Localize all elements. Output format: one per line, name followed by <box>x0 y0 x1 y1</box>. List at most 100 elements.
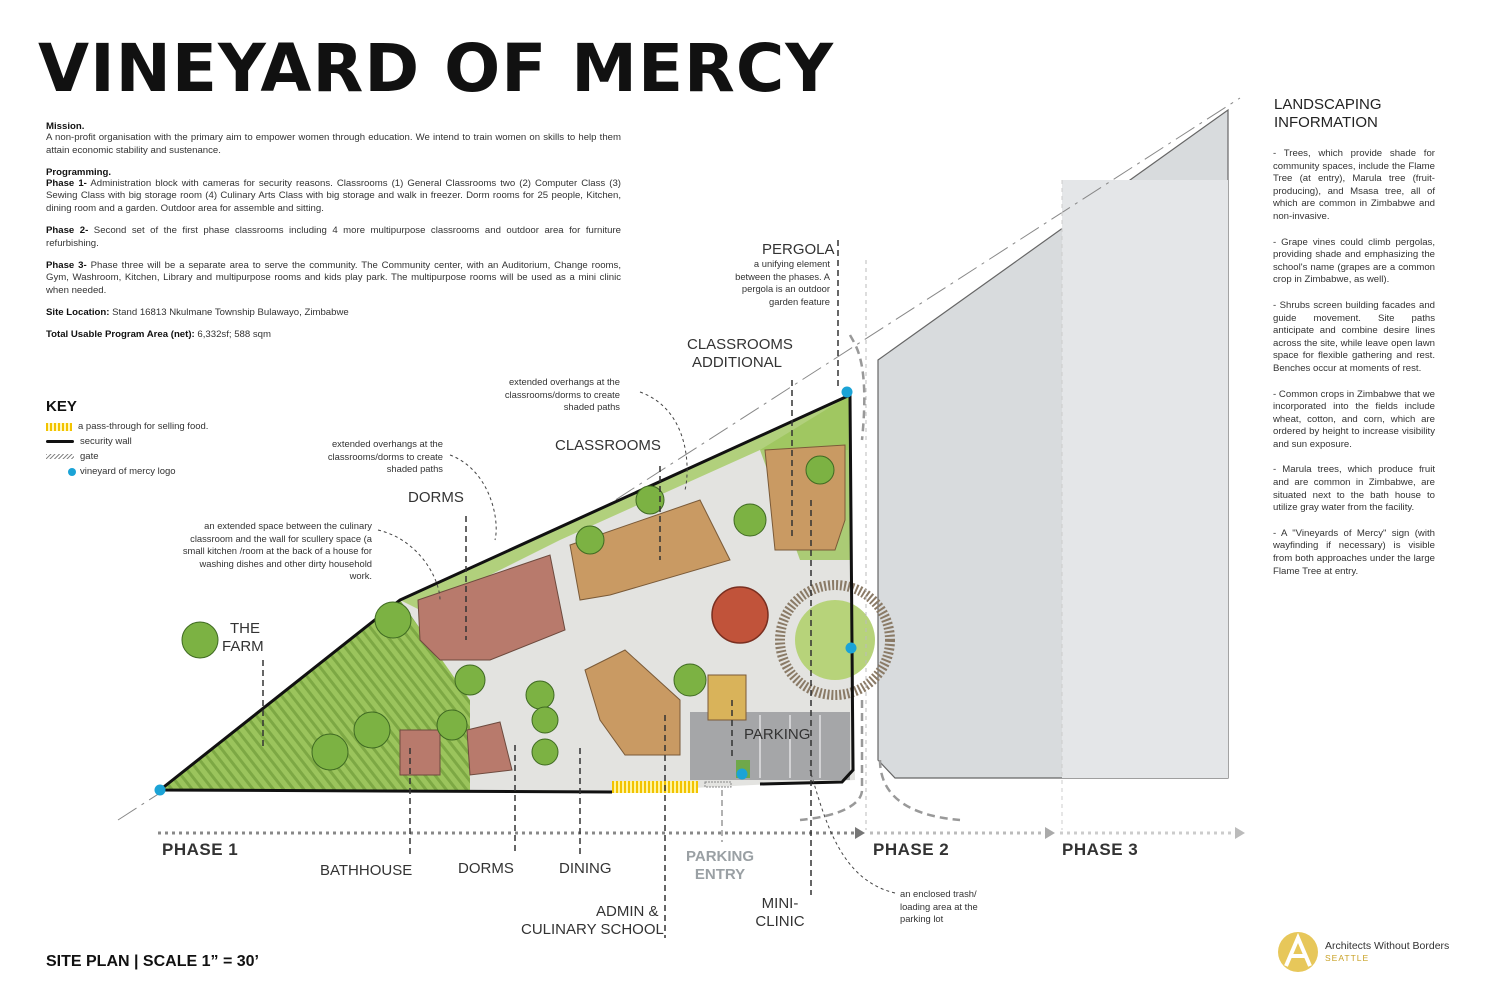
plaza-lawn <box>795 600 875 680</box>
label-mini-clinic-1: MINI- <box>761 895 799 912</box>
leader-curve-scullery <box>377 529 441 601</box>
landscaping-paragraph: - Marula trees, which produce fruit and … <box>1273 464 1435 514</box>
phase2-label: Phase 2- <box>46 224 89 236</box>
site-location-text: Stand 16813 Nkulmane Township Bulawayo, … <box>112 306 349 318</box>
road-path <box>799 700 864 822</box>
key-item-label: gate <box>80 451 99 462</box>
lawn-area <box>400 395 850 610</box>
phase2-arrow-icon <box>1045 827 1055 839</box>
label-classrooms: CLASSROOMS <box>555 437 661 454</box>
tree-icon <box>673 663 707 697</box>
classroom-additional-building <box>764 444 846 551</box>
phase2-paragraph: Phase 2- Second set of the first phase c… <box>46 225 621 251</box>
landscaping-title: LANDSCAPING INFORMATION <box>1273 96 1435 132</box>
blue-dot-icon <box>46 467 76 477</box>
bathhouse-building <box>399 729 441 776</box>
label-phase-1: PHASE 1 <box>162 840 239 859</box>
tree-icon <box>436 709 468 741</box>
label-classrooms-additional-1: CLASSROOMS <box>687 336 793 353</box>
note-trash: an enclosed trash/ loading area at the p… <box>900 888 978 924</box>
tree-icon <box>805 455 835 485</box>
note-overhang-left: extended overhangs at the classrooms/dor… <box>327 438 443 474</box>
tree-icon <box>353 711 391 749</box>
site-location-label: Site Location: <box>46 306 110 318</box>
landscaping-info: LANDSCAPING INFORMATION - Trees, which p… <box>1273 96 1435 591</box>
tree-icon <box>311 733 349 771</box>
key-legend: KEY a pass-through for selling food. sec… <box>46 398 306 479</box>
tree-icon <box>181 621 219 659</box>
tree-group <box>181 455 835 771</box>
label-the-farm-1: THE <box>230 620 260 637</box>
phase1-paragraph: Phase 1- Administration block with camer… <box>46 178 621 216</box>
phase1-text: Administration block with cameras for se… <box>46 177 621 215</box>
label-parking-entry-2: ENTRY <box>694 866 746 883</box>
farm-field <box>160 600 470 790</box>
landscaping-paragraph: - Shrubs screen building facades and gui… <box>1273 299 1435 374</box>
blue-dot-icon <box>845 642 857 654</box>
landscaping-paragraph: - Trees, which provide shade for communi… <box>1273 148 1435 222</box>
key-item-label: security wall <box>80 436 132 447</box>
program-area-label: Total Usable Program Area (net): <box>46 328 195 340</box>
landscaping-title-line1: LANDSCAPING <box>1274 96 1382 113</box>
label-parking-entry-1: PARKING <box>685 848 755 865</box>
tree-icon <box>531 738 559 766</box>
landscaping-title-line2: INFORMATION <box>1274 114 1378 131</box>
pass-through <box>612 781 698 793</box>
dorm-building <box>417 554 566 661</box>
label-the-farm-2: FARM <box>222 638 264 655</box>
flame-tree-icon <box>711 586 769 644</box>
leader-curve-trash <box>809 769 896 894</box>
admin-culinary-building <box>584 649 681 756</box>
mini-clinic-building <box>707 674 747 721</box>
phase3-label: Phase 3- <box>46 259 87 271</box>
label-dorms-top: DORMS <box>408 489 464 506</box>
label-phase-2: PHASE 2 <box>873 840 950 859</box>
label-bathhouse: BATHHOUSE <box>320 862 413 879</box>
label-admin-2: CULINARY SCHOOL <box>521 921 664 938</box>
note-scullery: an extended space between the culinary c… <box>182 520 372 581</box>
tree-icon <box>454 664 486 696</box>
phase1-arrow-icon <box>855 827 865 839</box>
mission-heading: Mission. <box>46 121 85 132</box>
key-item-label: vineyard of mercy logo <box>80 466 176 477</box>
road-path <box>878 759 961 822</box>
key-item-logo: vineyard of mercy logo <box>46 464 306 479</box>
intro-text: Mission. A non-profit organisation with … <box>46 121 621 351</box>
gate-zigzag-icon <box>46 452 74 462</box>
leader-curve-overhang-left <box>449 454 497 541</box>
landscaping-paragraph: - Grape vines could climb pergolas, prov… <box>1273 236 1435 286</box>
label-phase-3: PHASE 3 <box>1062 840 1139 859</box>
phase3-site-shade <box>1062 180 1228 778</box>
tree-icon <box>733 503 767 537</box>
leader-curve-overhang-right <box>639 391 688 491</box>
security-wall <box>155 393 851 794</box>
label-classrooms-additional-2: ADDITIONAL <box>691 354 782 371</box>
note-pergola: a unifying element between the phases. A… <box>735 258 830 307</box>
tree-icon <box>635 485 665 515</box>
tree-icon <box>525 680 555 710</box>
security-wall-east <box>759 394 855 786</box>
label-parking: PARKING <box>744 726 811 743</box>
phase3-text: Phase three will be a separate area to s… <box>46 259 621 297</box>
label-dorms-bottom: DORMS <box>458 860 514 877</box>
page-title: VINEYARD OF MERCY <box>38 30 835 107</box>
parking-lot <box>690 712 850 780</box>
logo-marker-group <box>154 386 857 796</box>
awb-logo-sub: SEATTLE <box>1325 953 1370 963</box>
blue-dot-icon <box>841 386 853 398</box>
leader-curves <box>377 391 896 894</box>
program-area-text: 6,332sf; 588 sqm <box>197 328 272 340</box>
gate <box>704 781 732 788</box>
landscaping-paragraph: - A "Vineyards of Mercy" sign (with wayf… <box>1273 527 1435 577</box>
label-mini-clinic-2: CLINIC <box>755 913 805 930</box>
phase2-text: Second set of the first phase classrooms… <box>46 224 622 249</box>
tree-icon <box>575 525 605 555</box>
key-title: KEY <box>46 398 77 415</box>
key-item-label: a pass-through for selling food. <box>78 421 209 432</box>
awb-logo-text: Architects Without Borders <box>1325 940 1450 952</box>
yellow-hatch-icon <box>46 422 72 431</box>
phase1-label: Phase 1- <box>46 177 87 189</box>
programming-heading: Programming. <box>46 166 112 178</box>
classroom-building <box>569 499 731 601</box>
